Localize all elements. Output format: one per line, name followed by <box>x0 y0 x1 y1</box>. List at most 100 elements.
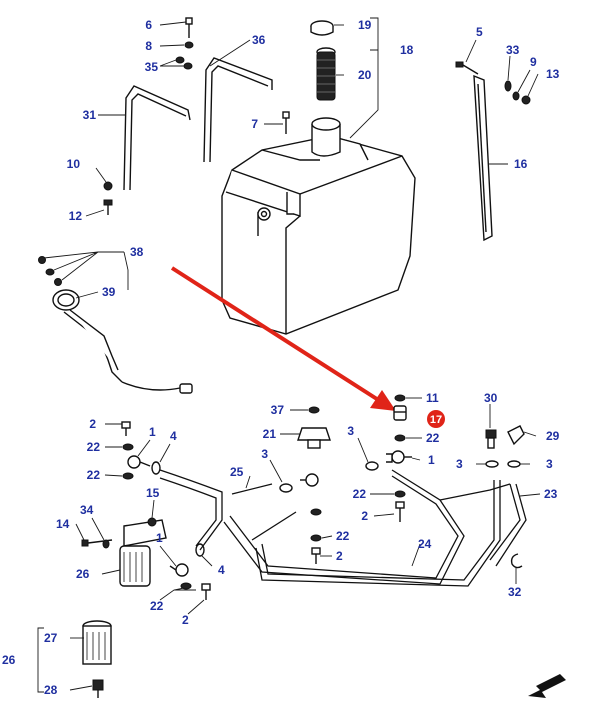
direction-arrow-icon <box>528 674 566 698</box>
red-arrow-icon <box>170 266 396 411</box>
washer-22g <box>180 582 192 590</box>
fitting-21 <box>297 427 331 449</box>
callout-labels: 6 8 35 36 31 7 10 12 19 20 18 5 33 9 13 … <box>2 18 560 697</box>
banjo-fitting-2 <box>300 473 319 487</box>
callout-32: 32 <box>508 585 522 599</box>
callout-31: 31 <box>83 108 97 122</box>
callout-1-c: 1 <box>428 453 435 467</box>
callout-18: 18 <box>400 43 414 57</box>
callout-7: 7 <box>251 117 258 131</box>
pipe-23 <box>255 480 527 587</box>
bolt-2a <box>121 421 131 436</box>
callout-35: 35 <box>145 60 159 74</box>
callout-2-c: 2 <box>336 549 343 563</box>
washer-3d <box>485 460 499 468</box>
drain-28 <box>92 679 104 698</box>
group-bracket-26 <box>37 627 44 693</box>
tank-cap <box>310 20 334 36</box>
callout-37: 37 <box>271 403 285 417</box>
nut-10 <box>103 181 113 191</box>
callout-39: 39 <box>102 285 116 299</box>
banjo-fitting-3 <box>127 455 151 469</box>
callout-22-d: 22 <box>336 529 350 543</box>
callout-24: 24 <box>418 537 432 551</box>
callout-38: 38 <box>130 245 144 259</box>
washer-22b <box>122 472 134 480</box>
callout-25: 25 <box>230 465 244 479</box>
filler-strainer <box>316 47 336 101</box>
washer-37 <box>308 406 320 414</box>
washer-22f <box>394 434 406 442</box>
washer-22c <box>310 534 322 542</box>
nut-13 <box>521 95 531 105</box>
washer-3e <box>507 460 521 468</box>
bolt-6 <box>185 17 193 38</box>
tank-strap-left <box>123 85 191 191</box>
callout-36: 36 <box>252 33 266 47</box>
fitting-30 <box>485 429 497 449</box>
callout-2-a: 2 <box>89 417 96 431</box>
callout-22-f: 22 <box>426 431 440 445</box>
callout-4-a: 4 <box>170 429 177 443</box>
valve-17 <box>393 405 407 421</box>
callout-17: 17 <box>430 414 442 426</box>
washer-22d <box>310 508 322 516</box>
callout-1-b: 1 <box>156 531 163 545</box>
washer-22e <box>394 490 406 498</box>
callout-23: 23 <box>544 487 558 501</box>
callout-26-a: 26 <box>76 567 90 581</box>
callout-17-badge: 17 <box>427 410 445 428</box>
callout-28: 28 <box>44 683 58 697</box>
callout-27: 27 <box>44 631 58 645</box>
callout-21: 21 <box>263 427 277 441</box>
callout-13: 13 <box>546 67 560 81</box>
filter-head <box>123 517 167 547</box>
callout-20: 20 <box>358 68 372 82</box>
callout-6: 6 <box>145 18 152 32</box>
leader-lines <box>43 17 541 691</box>
callout-3-c: 3 <box>456 457 463 471</box>
callout-22-a: 22 <box>87 440 101 454</box>
bolt-2c <box>311 547 321 564</box>
callout-2-d: 2 <box>361 509 368 523</box>
washer-3b <box>279 483 293 493</box>
washer-11 <box>394 394 406 402</box>
callout-2-b: 2 <box>182 613 189 627</box>
callout-34: 34 <box>80 503 94 517</box>
clamp-4a <box>151 461 161 475</box>
callout-30: 30 <box>484 391 498 405</box>
callout-22-e: 22 <box>353 487 367 501</box>
callout-5: 5 <box>476 25 483 39</box>
tank-rod <box>473 74 493 242</box>
filter-26 <box>119 545 151 587</box>
callout-9: 9 <box>530 55 537 69</box>
bolt-7 <box>282 111 290 134</box>
washer-22a <box>122 443 134 451</box>
callout-14: 14 <box>56 517 70 531</box>
pipe-25 <box>159 469 273 551</box>
washer-9 <box>512 91 520 101</box>
screw-14-34 <box>81 539 113 549</box>
bolt-2b <box>201 583 211 600</box>
bolt-2d <box>395 501 405 522</box>
washer-35a <box>175 56 185 64</box>
washer-33 <box>504 80 512 92</box>
callout-3-b: 3 <box>261 447 268 461</box>
screw-12 <box>103 199 113 215</box>
filter-27 <box>82 620 112 665</box>
callout-10: 10 <box>67 157 81 171</box>
fuel-sender <box>38 256 193 394</box>
fuel-tank <box>221 117 416 335</box>
callout-26-b: 26 <box>2 653 16 667</box>
bolt-5 <box>455 61 479 75</box>
callout-33: 33 <box>506 43 520 57</box>
tank-strap-right <box>203 57 273 163</box>
callout-22-c: 22 <box>150 599 164 613</box>
callout-3-a: 3 <box>347 424 354 438</box>
callout-12: 12 <box>69 209 83 223</box>
callout-3-d: 3 <box>546 457 553 471</box>
banjo-fitting-1 <box>386 450 412 464</box>
banjo-fitting-4 <box>169 563 189 577</box>
pipe-24 <box>223 469 465 585</box>
